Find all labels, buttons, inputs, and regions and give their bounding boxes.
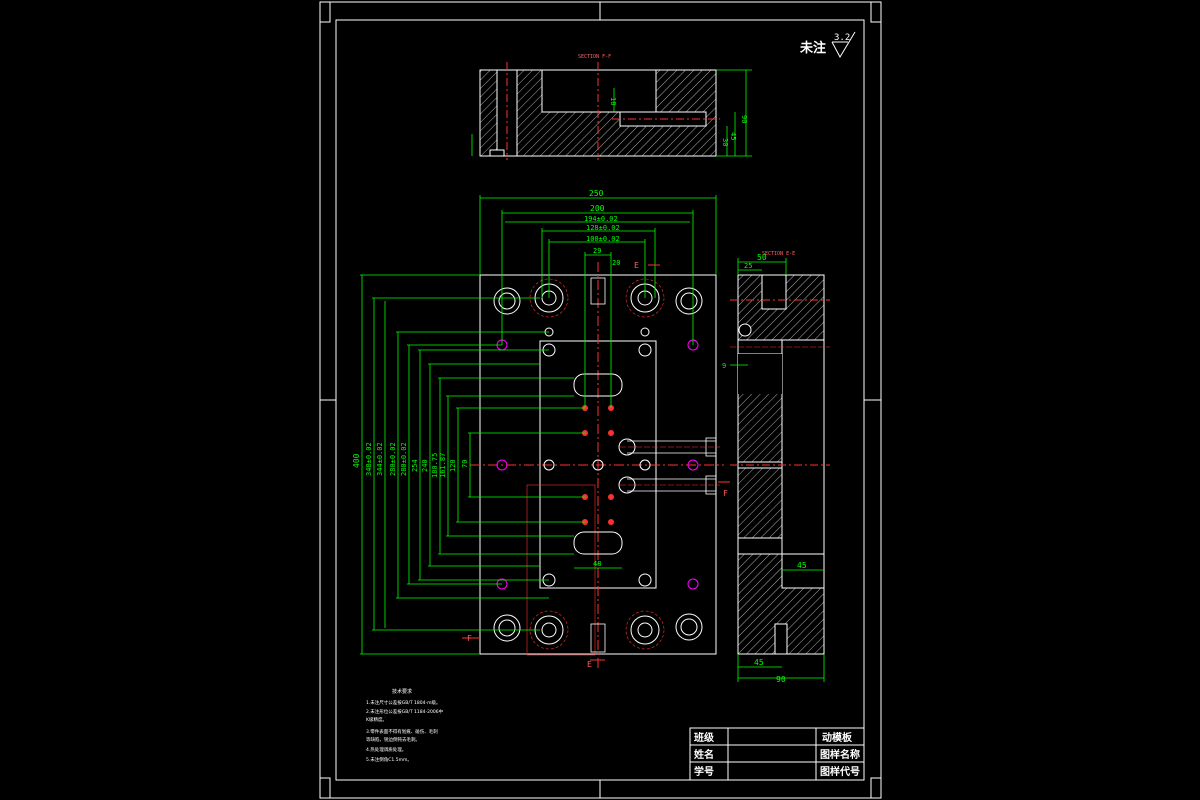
dim-side-50: 50	[757, 253, 767, 262]
name-label: 姓名	[693, 748, 714, 761]
dim-side-45a: 45	[797, 561, 807, 570]
cut-mark-f-right: F	[723, 489, 728, 498]
section-e-e-view: SECTION E-E 50 25 9 45 45 90	[722, 251, 830, 684]
dim-width-250: 250	[589, 189, 604, 198]
section-f-f-view: SECTION F-F 90 45 30 18	[471, 54, 752, 160]
dim-height-280b: 280±0.02	[400, 442, 408, 476]
roughness-symbol-icon	[831, 31, 856, 59]
dim-height-400: 400	[352, 453, 361, 468]
dim-top-30: 30	[721, 138, 729, 146]
note-line: 3.零件表面不得有划痕、碰伤、毛刺	[366, 728, 438, 735]
note-line: 5.未注倒角C1.5mm。	[366, 756, 412, 763]
dim-width-29: 29	[593, 247, 601, 255]
student-id-label: 学号	[694, 765, 714, 778]
dim-side-25: 25	[744, 262, 752, 270]
surface-note-text: 未注	[799, 40, 826, 56]
drawing-name: 图样名称	[820, 748, 860, 761]
dim-width-194: 194±0.02	[584, 215, 618, 223]
roughness-note: 未注 3.2	[799, 31, 856, 59]
dim-height-180: 180.75	[431, 453, 439, 478]
dim-height-240: 240	[421, 459, 429, 472]
roughness-value: 3.2	[834, 33, 850, 43]
dim-height-120: 120	[449, 459, 457, 472]
dim-top-90: 90	[740, 115, 748, 123]
notes-title: 技术要求	[392, 688, 412, 695]
cut-mark-e-bottom: E	[587, 660, 592, 669]
dim-width-100: 100±0.02	[586, 235, 620, 243]
cut-mark-f-left: F	[467, 634, 472, 643]
class-label: 班级	[694, 731, 715, 744]
note-line: 1.未注尺寸公差按GB/T 1804-m级。	[366, 699, 441, 706]
dim-top-18: 18	[609, 97, 617, 105]
part-name: 动模板	[822, 731, 853, 744]
plan-view: 250 200 194±0.02 128±0.02 100±0.02 29 20…	[352, 189, 730, 669]
section-e-label: SECTION E-E	[762, 251, 795, 257]
dim-width-128: 128±0.02	[586, 224, 620, 232]
dim-width-200: 200	[590, 204, 605, 213]
dim-height-70: 70	[461, 460, 469, 468]
cut-mark-e-top: E	[634, 261, 639, 270]
note-line: 2.未注形位公差按GB/T 1184-2006中	[366, 708, 444, 715]
dim-top-45: 45	[729, 132, 737, 140]
dim-width-48: 48	[593, 560, 601, 568]
drawing-code: 图样代号	[820, 765, 860, 778]
dim-height-280: 280±0.02	[389, 442, 397, 476]
note-line: 等缺陷，锐边倒钝去毛刺。	[366, 736, 420, 743]
note-line: K级精度。	[366, 716, 387, 723]
section-f-label: SECTION F-F	[578, 54, 611, 60]
title-block: 班级 姓名 学号 动模板 图样名称 图样代号	[689, 727, 865, 781]
sheet-frame	[319, 1, 882, 799]
dim-side-9: 9	[722, 362, 726, 370]
dim-height-161: 161.87	[439, 453, 447, 478]
dim-height-254: 254	[411, 459, 419, 472]
technical-notes: 技术要求 1.未注尺寸公差按GB/T 1804-m级。 2.未注形位公差按GB/…	[366, 688, 444, 763]
dim-side-45b: 45	[754, 658, 764, 667]
dim-height-344: 344±0.02	[376, 442, 384, 476]
dim-width-20: 20	[612, 259, 620, 267]
note-line: 4.热处理调质处理。	[366, 746, 406, 753]
dim-side-90: 90	[776, 675, 786, 684]
dim-height-348: 348±0.02	[365, 442, 373, 476]
